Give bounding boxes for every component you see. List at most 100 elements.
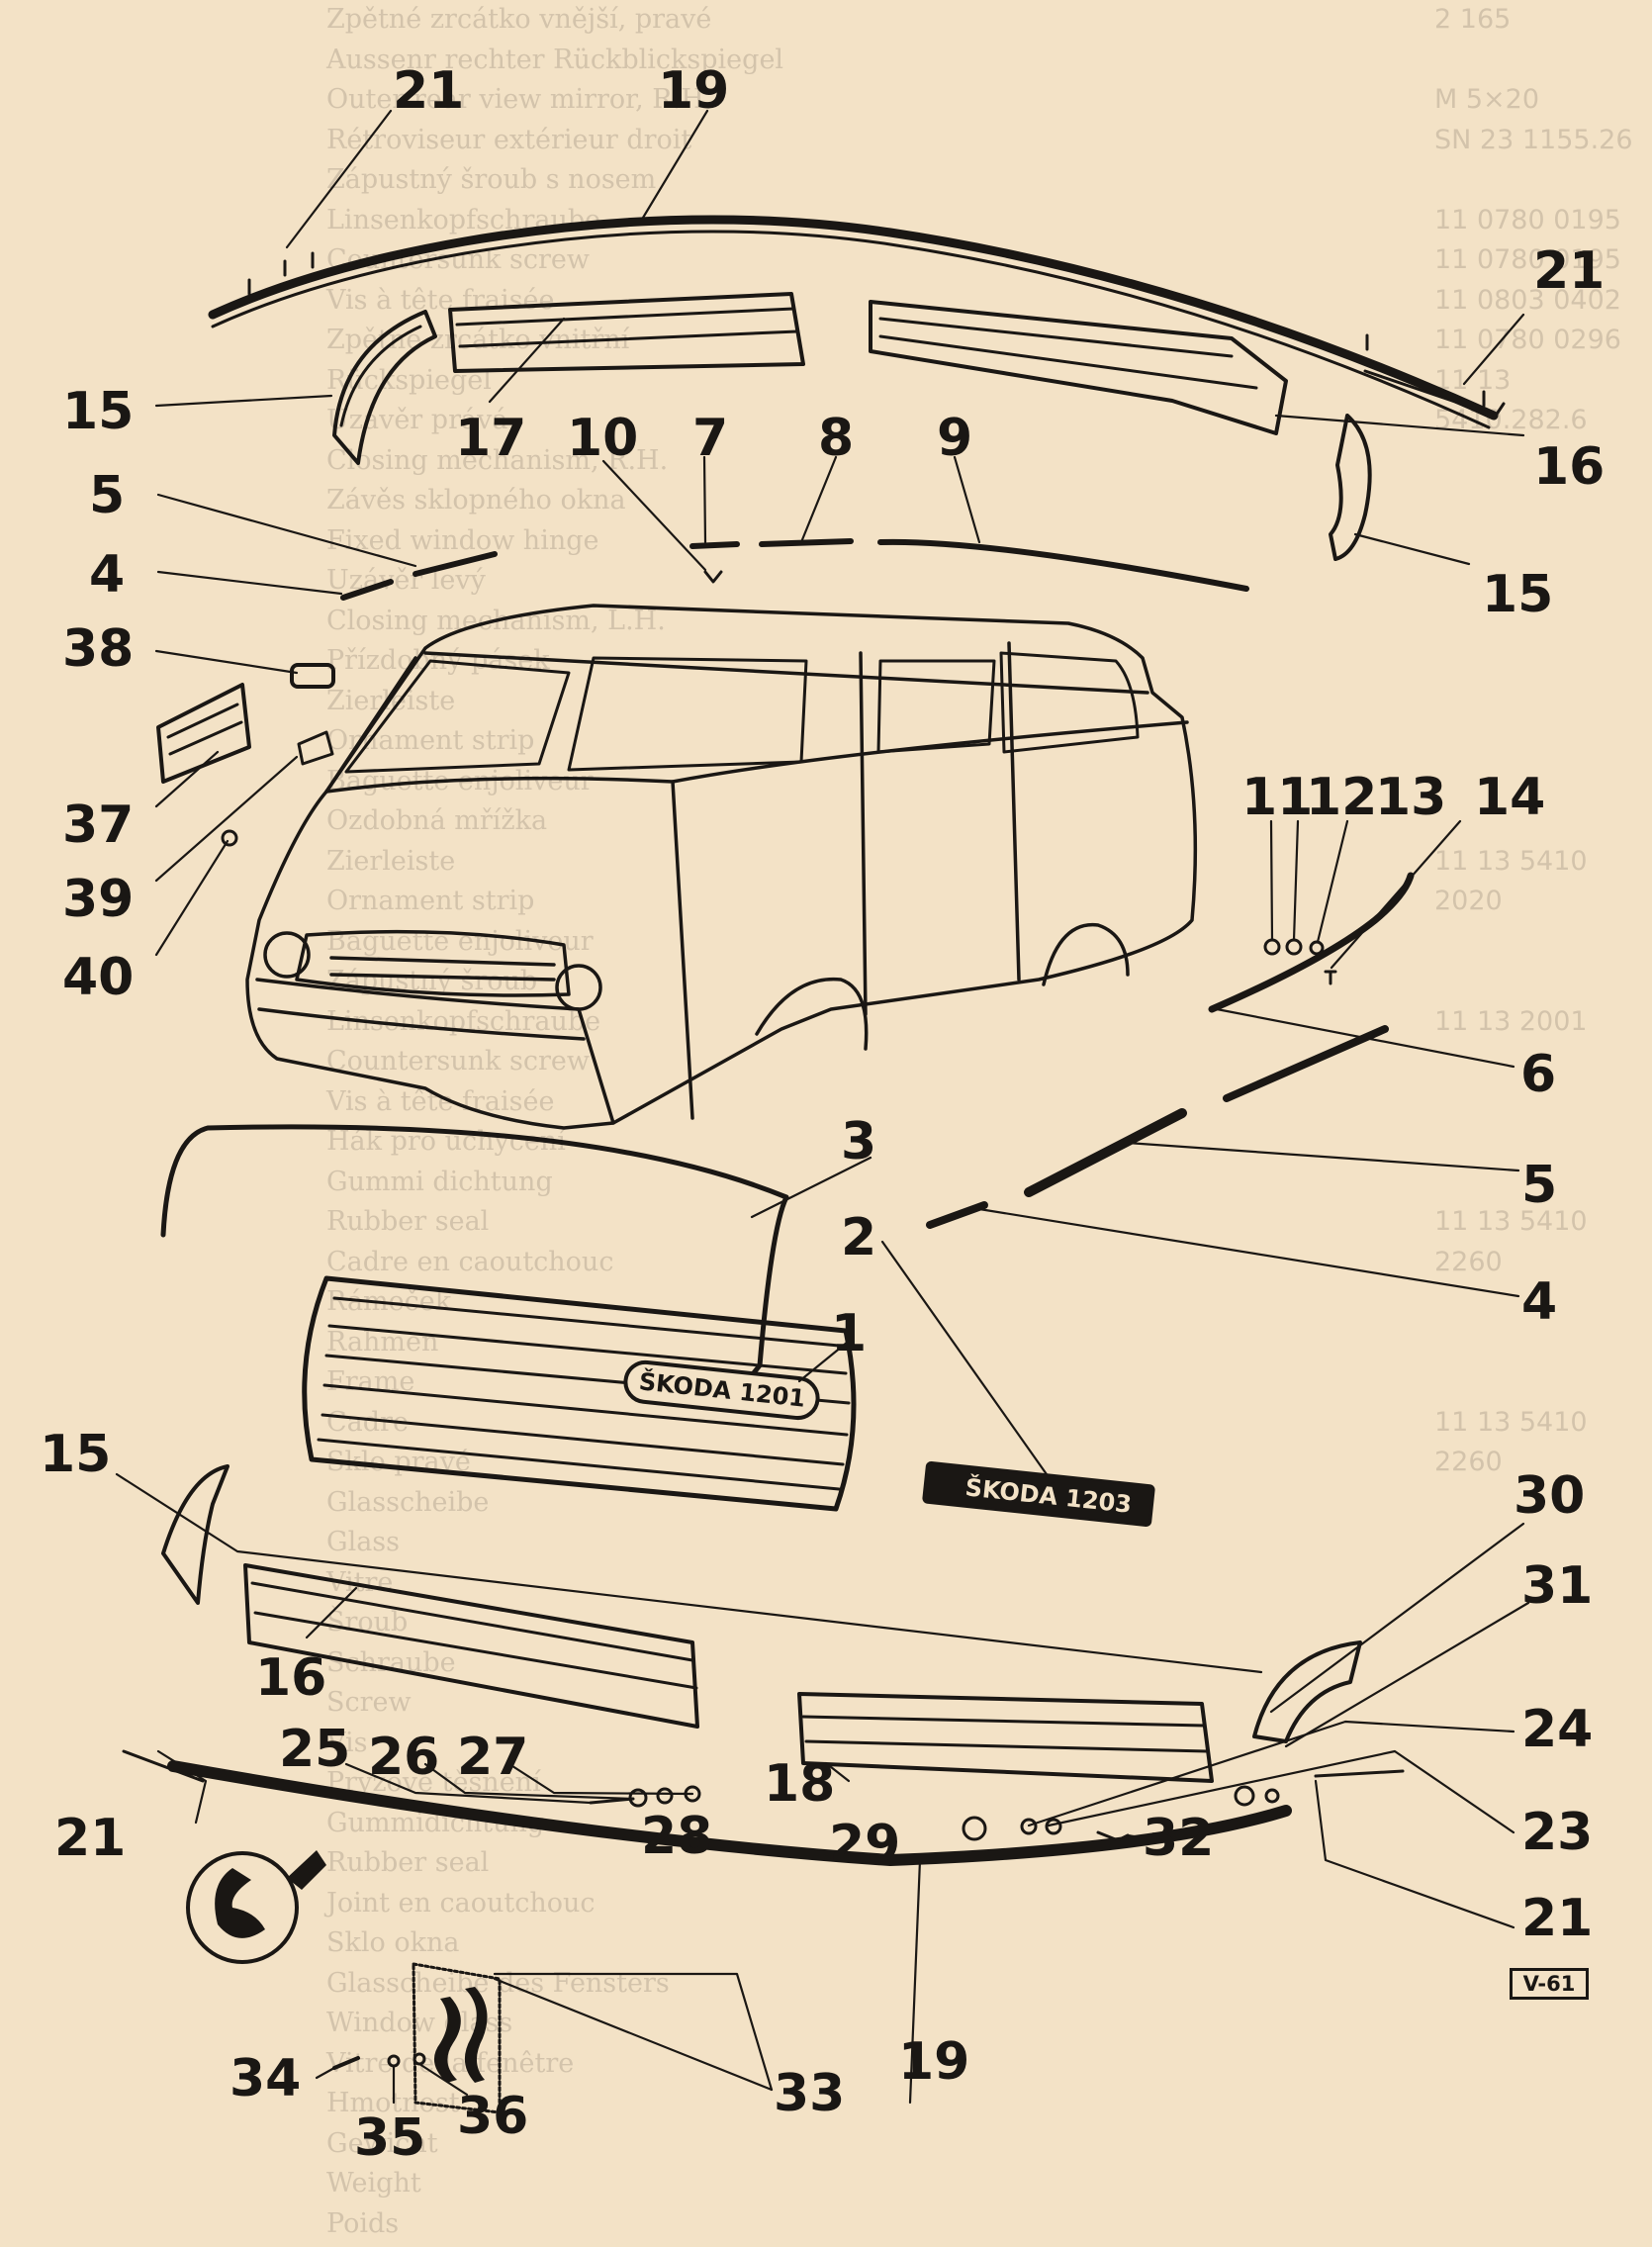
show-through-line: Glass <box>326 1527 401 1557</box>
callout: 9 <box>937 409 973 468</box>
show-through-line: Poids <box>326 2207 400 2239</box>
callout: 21 <box>1521 1889 1594 1948</box>
leader-lines <box>115 109 1530 2105</box>
show-through-line: Gewicht <box>326 2127 438 2159</box>
show-through-line: Cadre en caoutchouc <box>326 1246 614 1277</box>
show-through-code: 11 0780 0296 <box>1434 325 1621 355</box>
callout: 23 <box>1521 1803 1594 1862</box>
callout: 30 <box>1514 1466 1586 1526</box>
bumper-16-top <box>869 300 1288 435</box>
trim-4-top <box>340 579 394 601</box>
bumper-17 <box>448 292 805 373</box>
show-through-code: 11 13 2001 <box>1434 1005 1588 1037</box>
callout: 14 <box>1474 768 1546 827</box>
grille-1 <box>302 1275 857 1512</box>
callout: 29 <box>829 1815 901 1874</box>
callout: 26 <box>368 1728 440 1787</box>
show-through-line: Fixed window hinge <box>326 524 599 556</box>
callout: 6 <box>1520 1045 1557 1104</box>
show-through-line: Zápustný šroub s nosem <box>326 164 657 195</box>
callout: 21 <box>1533 241 1606 301</box>
show-through-code: SN 23 1155.26 <box>1434 124 1633 155</box>
callout: 1 <box>831 1304 868 1363</box>
callout: 19 <box>658 61 730 121</box>
callout: 15 <box>40 1425 112 1484</box>
callout: 25 <box>279 1720 351 1779</box>
show-through-line: Rubber seal <box>326 1206 490 1237</box>
callout: 7 <box>692 409 729 468</box>
show-through-code: 11 13 5410 2260 <box>1434 1406 1588 1478</box>
callout: 38 <box>62 619 135 679</box>
show-through-line: Outer rear view mirror, R.H. <box>326 84 713 115</box>
callout: 17 <box>455 409 527 468</box>
show-through-line: Rétroviseur extérieur droit <box>326 124 692 155</box>
bumper-end-15-right <box>1329 414 1372 561</box>
callout: 34 <box>229 2049 302 2108</box>
callout: 32 <box>1143 1809 1215 1868</box>
trim-5-mid <box>1024 1108 1187 1197</box>
callout: 4 <box>89 545 126 605</box>
callout: 24 <box>1521 1700 1594 1759</box>
show-through-code: 2 165 <box>1434 4 1512 35</box>
figure-id-plate: V-61 <box>1510 1968 1589 2000</box>
screw-10 <box>703 570 723 584</box>
show-through-line: Uzávěr levý <box>326 565 486 596</box>
show-through-line: Joint en caoutchouc <box>326 1887 596 1919</box>
callout: 35 <box>354 2108 426 2168</box>
show-through-code: M 5×20 <box>1434 84 1540 115</box>
show-through-line: Glasscheibe <box>326 1486 490 1518</box>
screw-34 <box>332 2056 360 2070</box>
show-through-line: Ozdobná mřížka <box>326 805 548 836</box>
show-through-line: Gummi dichtung <box>326 1166 553 1197</box>
callout: 27 <box>457 1728 529 1787</box>
trim-5-top <box>413 551 498 577</box>
show-through-line: Zierleiste <box>326 845 456 877</box>
screw-32 <box>1096 1830 1130 1842</box>
show-through-line: Glasscheibe des Fensters <box>326 1967 670 1999</box>
emblem-2 <box>922 1460 1155 1528</box>
show-through-code: 11 0780 0195 <box>1434 244 1621 275</box>
show-through-line: Vis <box>326 1727 368 1758</box>
trim-8 <box>759 538 854 547</box>
callout: 5 <box>1521 1156 1558 1215</box>
show-through-line: Aussenr rechter Rückblickspiegel <box>326 44 784 75</box>
section-c-circle <box>186 1851 299 1964</box>
callout: 18 <box>764 1754 836 1814</box>
callout: 5 <box>89 466 126 525</box>
nut-23b <box>1264 1788 1280 1804</box>
callout: 19 <box>898 2032 970 2092</box>
bumper-16-lower <box>243 1563 699 1729</box>
nut-23a <box>1234 1785 1255 1807</box>
part-14 <box>1324 970 1337 985</box>
show-through-code: 11 13 5410 2020 <box>1434 845 1588 917</box>
part-11 <box>1263 938 1281 956</box>
part-12 <box>1285 938 1303 956</box>
show-through-line: Závěs sklopného okna <box>326 485 626 515</box>
show-through-line: Weight <box>326 2168 421 2199</box>
nut-29 <box>962 1816 987 1841</box>
part-38 <box>290 663 335 689</box>
hinge-39 <box>297 730 334 766</box>
show-through-code: 11 0803 0402 <box>1434 284 1621 316</box>
van-body <box>245 604 1198 1130</box>
callout: 4 <box>1521 1272 1558 1332</box>
callout: 2 <box>841 1208 877 1267</box>
callout: 39 <box>62 870 135 929</box>
show-through-line: Vis à tête fraisée <box>326 1085 555 1117</box>
callout: 13 <box>1375 768 1447 827</box>
trim-6 <box>1208 872 1415 1013</box>
show-through-line: Countersunk screw <box>326 1046 590 1077</box>
callout: 12 <box>1306 768 1378 827</box>
grille-surround-3 <box>160 1124 789 1378</box>
washer-35 <box>387 2054 401 2068</box>
bumper-end-15-lower-right <box>1252 1640 1362 1743</box>
show-through-line: Screw <box>326 1687 412 1718</box>
bolts-28 <box>589 1785 701 1808</box>
show-through-code: 11 0780 0195 <box>1434 204 1621 235</box>
callout: 8 <box>818 409 855 468</box>
trim-4-mid <box>926 1201 988 1229</box>
knob-40 <box>221 829 238 847</box>
bumper-18 <box>797 1692 1214 1783</box>
trim-7 <box>689 541 740 549</box>
